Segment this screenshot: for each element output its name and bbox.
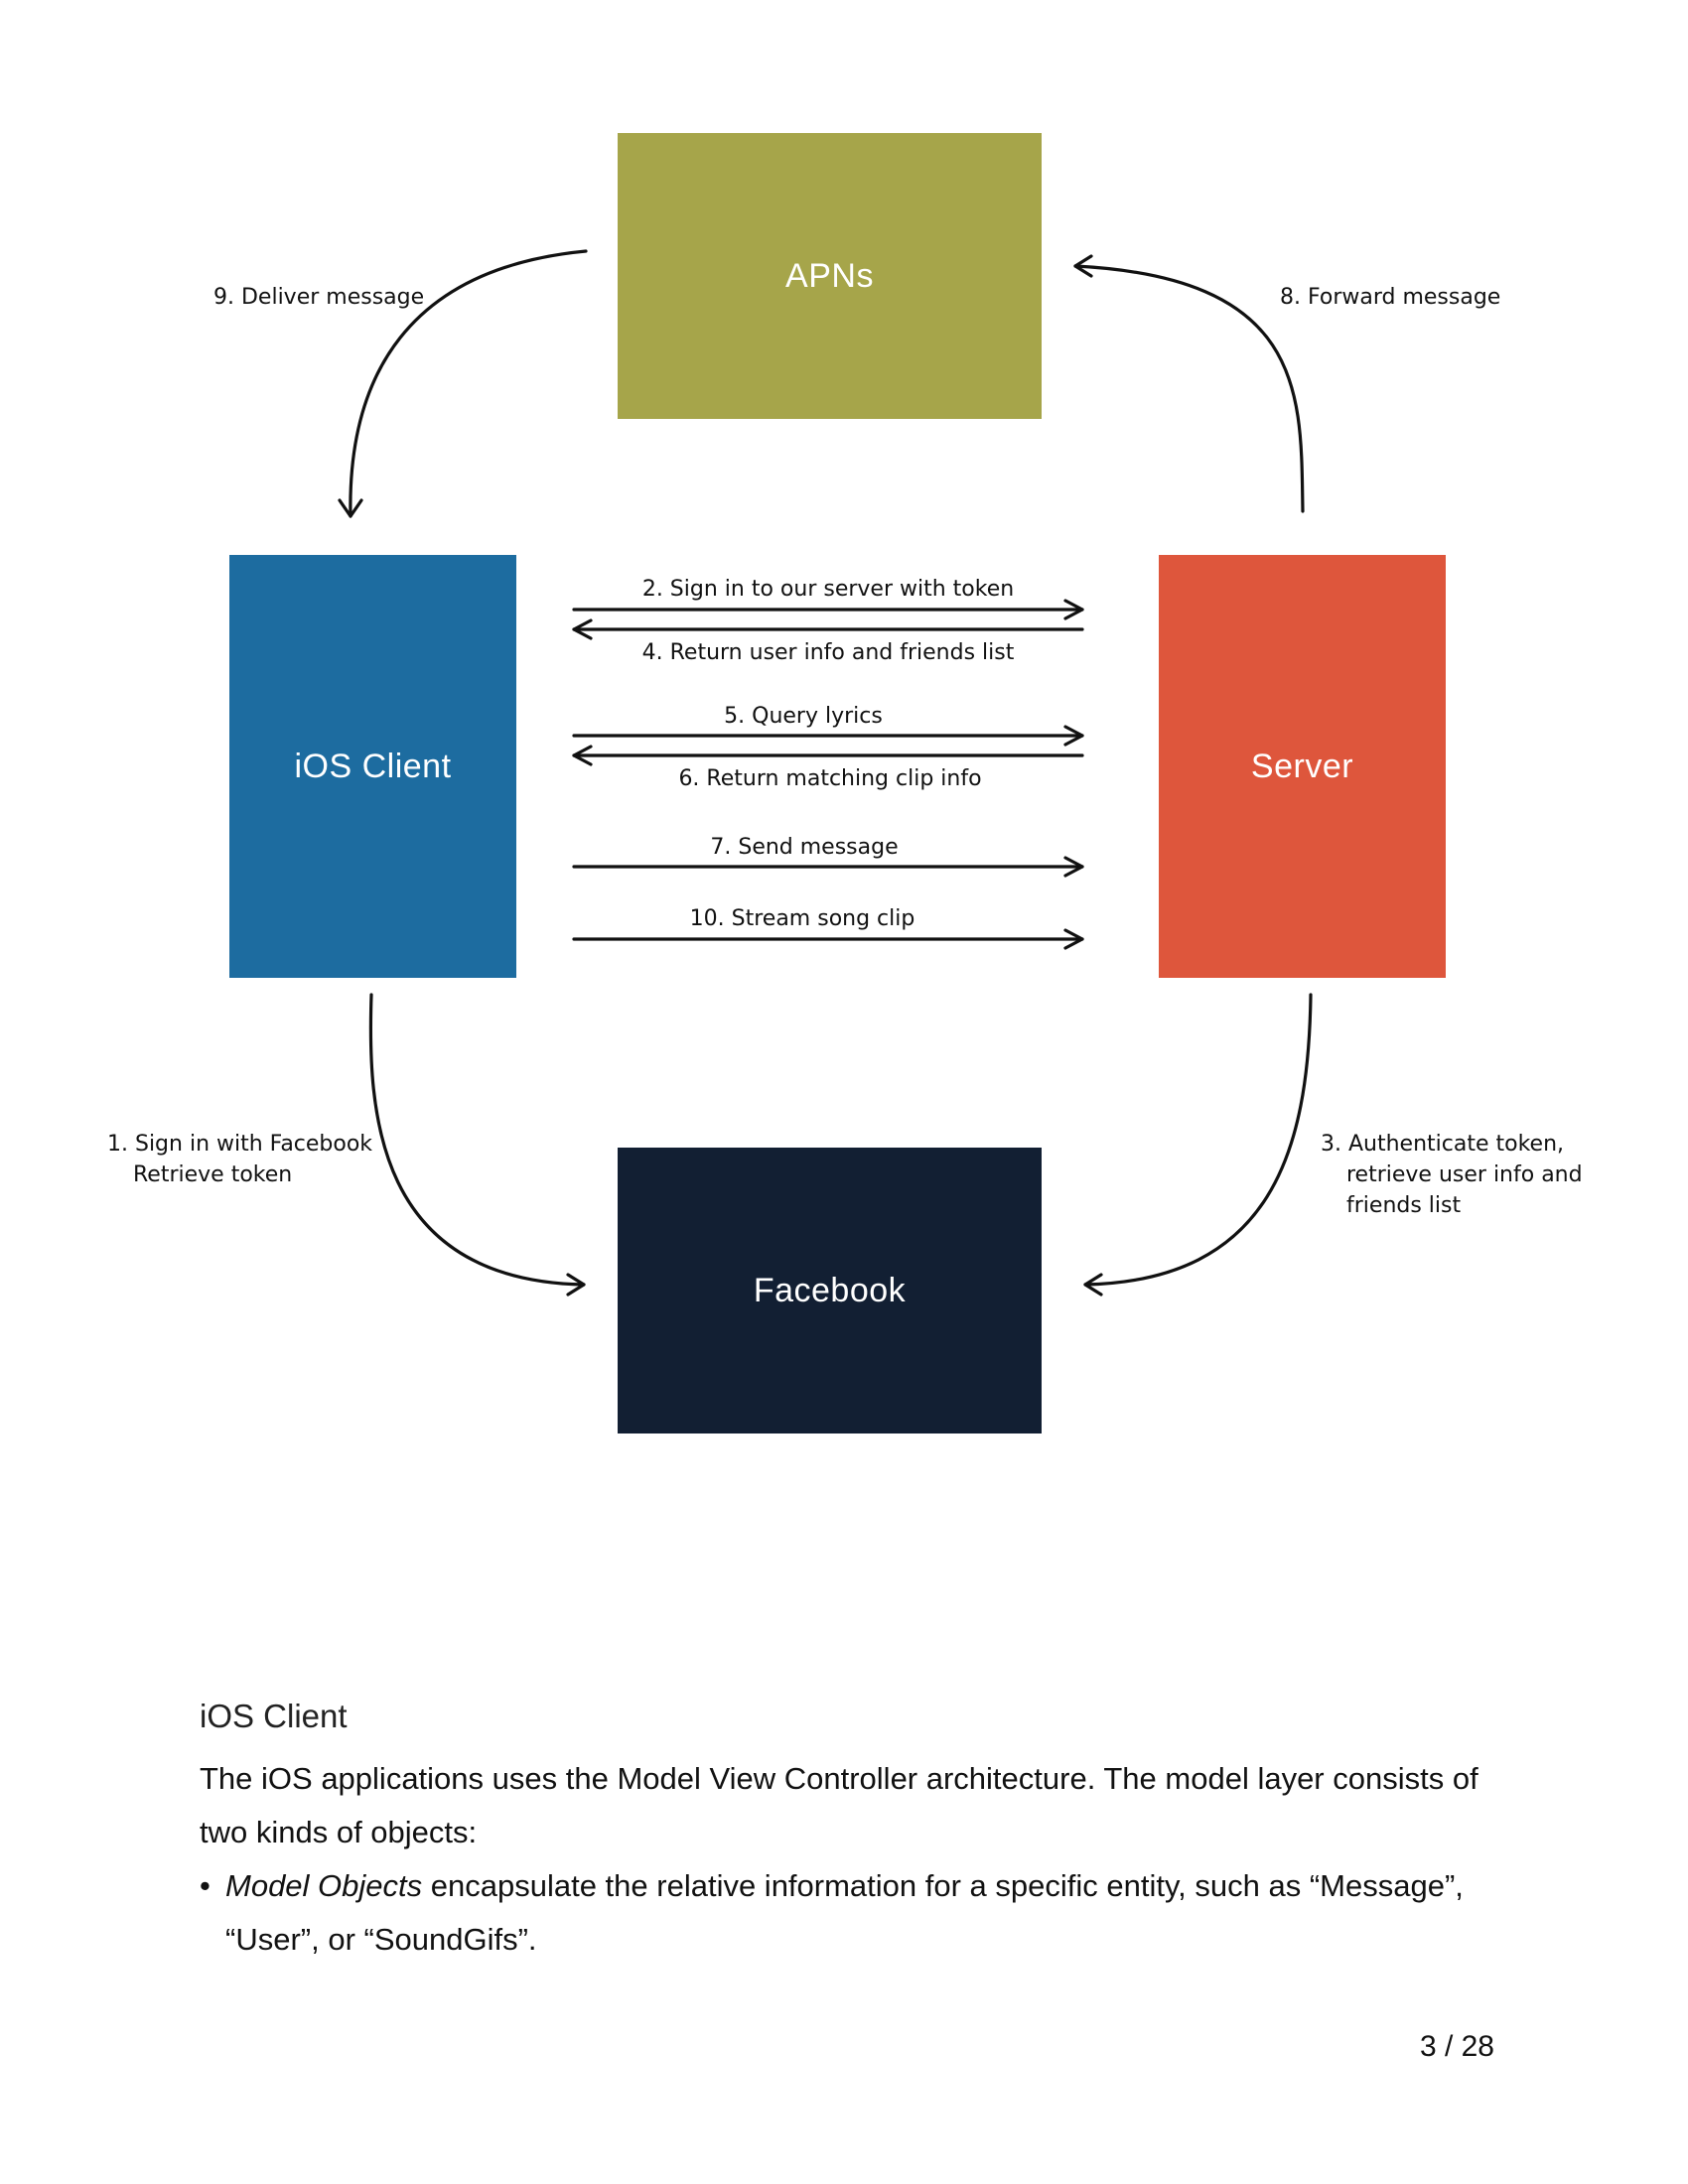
label-step-9: 9. Deliver message: [213, 285, 425, 310]
bullet-item: • Model Objects encapsulate the relative…: [200, 1859, 1520, 1967]
label-step-10: 10. Stream song clip: [689, 906, 915, 931]
bullet-italic-term: Model Objects: [225, 1868, 423, 1903]
arrow-send-message-head: [1063, 856, 1084, 878]
bullet-marker: •: [200, 1868, 211, 1903]
bullet-description: encapsulate the relative information for…: [225, 1868, 1464, 1957]
arrow-return-user-info-head: [572, 618, 593, 640]
arrow-query-lyrics-head: [1063, 725, 1084, 747]
label-step-3: 3. Authenticate token, retrieve user inf…: [1321, 1129, 1583, 1221]
server-box: Server: [1159, 555, 1446, 978]
arrow-forward-message: [1073, 264, 1305, 513]
label-step-2: 2. Sign in to our server with token: [641, 577, 1015, 602]
arrow-deliver-message: [349, 249, 588, 518]
label-step-3-line-3: friends list: [1346, 1193, 1462, 1218]
ios-client-box: iOS Client: [229, 555, 516, 978]
label-step-7: 7. Send message: [710, 835, 899, 860]
label-step-1: 1. Sign in with Facebook Retrieve token: [107, 1129, 372, 1190]
section-title: iOS Client: [200, 1698, 348, 1734]
arrow-stream-song-clip-head: [1063, 928, 1084, 950]
label-step-3-line-2: retrieve user info and: [1346, 1162, 1583, 1187]
label-step-3-line-1: 3. Authenticate token,: [1321, 1132, 1565, 1157]
label-step-1-line-2: Retrieve token: [133, 1162, 293, 1187]
label-step-5: 5. Query lyrics: [724, 704, 883, 729]
label-step-1-line-1: 1. Sign in with Facebook: [107, 1132, 373, 1157]
label-step-8: 8. Forward message: [1280, 285, 1501, 310]
label-step-4: 4. Return user info and friends list: [641, 640, 1015, 665]
bullet-text: Model Objects encapsulate the relative i…: [225, 1859, 1520, 1967]
arrow-sign-in-facebook-head: [566, 1273, 586, 1297]
arrow-forward-message-head: [1073, 254, 1093, 278]
arrow-authenticate-token-head: [1083, 1273, 1103, 1297]
label-step-6: 6. Return matching clip info: [678, 766, 982, 791]
paragraph: The iOS applications uses the Model View…: [200, 1761, 1478, 1849]
facebook-box: Facebook: [618, 1148, 1042, 1433]
apns-box: APNs: [618, 133, 1042, 419]
arrow-return-clip-info-head: [572, 745, 593, 766]
arrow-deliver-message-head: [338, 498, 363, 518]
arrow-sign-in-server-head: [1063, 599, 1084, 620]
apns-label: APNs: [785, 256, 874, 295]
facebook-label: Facebook: [753, 1271, 907, 1309]
arrow-sign-in-facebook: [368, 993, 586, 1287]
server-label: Server: [1250, 747, 1354, 785]
ios-client-label: iOS Client: [294, 747, 452, 785]
page-number: 3 / 28: [1419, 2030, 1494, 2063]
arrow-authenticate-token: [1083, 993, 1313, 1287]
